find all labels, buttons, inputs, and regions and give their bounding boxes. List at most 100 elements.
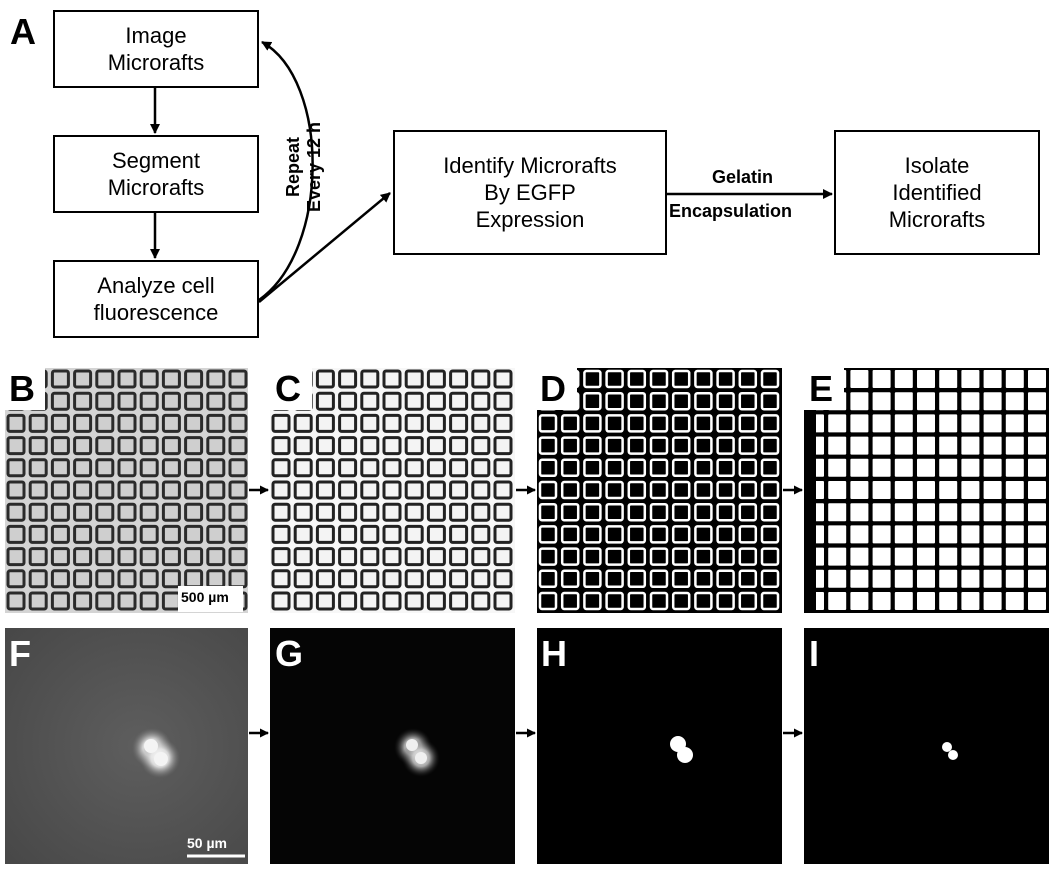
panel-f-fluorescence: 50 µm xyxy=(5,628,248,864)
microraft-cell xyxy=(1028,370,1046,388)
microraft-cell xyxy=(583,391,602,411)
microraft-cell xyxy=(73,591,93,611)
microraft-cell xyxy=(872,370,891,388)
microraft-cell xyxy=(95,369,115,389)
microraft-cell xyxy=(184,502,204,522)
microraft-cell xyxy=(206,413,226,433)
microraft-cell xyxy=(315,524,335,544)
microraft-cell xyxy=(1005,569,1024,588)
microraft-cell xyxy=(1005,392,1024,411)
microraft-cell xyxy=(627,569,647,589)
encapsulation-label: Encapsulation xyxy=(669,201,793,221)
microraft-cell xyxy=(716,547,735,566)
microraft-cell xyxy=(760,436,780,455)
panel-label-e: E xyxy=(809,368,834,409)
microraft-cell xyxy=(939,481,958,499)
microraft-cell xyxy=(161,502,181,522)
microraft-cell xyxy=(95,502,115,522)
microraft-cell xyxy=(117,591,137,611)
microraft-cell xyxy=(449,502,469,522)
panel-i-eroded xyxy=(804,628,1049,864)
microraft-cell xyxy=(315,480,335,500)
microraft-cell xyxy=(360,369,380,389)
microraft-cell xyxy=(471,391,491,411)
segment-microrafts-box: Segment Microrafts xyxy=(53,135,259,213)
identify-box-line1: Identify Microrafts xyxy=(443,153,617,178)
isolate-box-line3: Microrafts xyxy=(888,207,986,232)
microraft-cell xyxy=(627,502,647,522)
microraft-cell xyxy=(471,524,491,544)
microraft-cell xyxy=(671,502,691,522)
microraft-cell xyxy=(228,369,248,389)
microraft-cell xyxy=(28,591,48,611)
analyze-box-line1: Analyze cell xyxy=(97,273,215,298)
microraft-cell xyxy=(471,502,491,522)
microraft-cell xyxy=(293,436,313,456)
microraft-cell xyxy=(872,503,891,522)
microraft-cell xyxy=(449,413,469,433)
microraft-cell xyxy=(117,547,137,567)
microraft-cell xyxy=(716,436,735,455)
microraft-cell xyxy=(760,369,780,389)
microraft-cell xyxy=(671,591,691,611)
microraft-cell xyxy=(73,391,93,411)
microraft-cell xyxy=(95,458,115,478)
microraft-cell xyxy=(139,502,159,522)
microraft-cell xyxy=(983,592,1002,610)
isolate-microrafts-box: Isolate Identified Microrafts xyxy=(834,130,1040,255)
microraft-cell xyxy=(939,392,958,411)
microraft-cell xyxy=(50,524,70,544)
microraft-cell xyxy=(1028,458,1046,477)
microraft-cell xyxy=(738,391,758,411)
microraft-cell xyxy=(538,414,558,433)
microraft-cell xyxy=(404,458,424,478)
microraft-cell xyxy=(73,436,93,456)
microraft-cell xyxy=(360,524,380,544)
microraft-cell xyxy=(493,502,513,522)
microraft-cell xyxy=(649,480,669,500)
label-backing-d xyxy=(537,368,577,410)
panel-b-brightfield xyxy=(5,368,248,613)
microraft-cell xyxy=(404,436,424,456)
microraft-cell xyxy=(1005,503,1024,522)
microraft-cell xyxy=(649,414,669,433)
microraft-cell xyxy=(738,480,758,500)
microraft-cell xyxy=(627,591,647,611)
microraft-cell xyxy=(560,480,580,500)
microraft-cell xyxy=(694,502,713,522)
microraft-cell xyxy=(206,369,226,389)
microraft-cell xyxy=(894,547,913,566)
microraft-cell xyxy=(293,569,313,589)
microraft-cell xyxy=(50,436,70,456)
microraft-cell xyxy=(917,414,935,433)
microraft-cell xyxy=(161,391,181,411)
microraft-cell xyxy=(671,569,691,589)
microraft-cell xyxy=(338,369,358,389)
microraft-cell xyxy=(649,458,669,478)
microraft-cell xyxy=(671,369,691,389)
microraft-cell xyxy=(894,414,913,433)
segment-box-line2: Microrafts xyxy=(107,175,205,200)
microraft-cell xyxy=(983,503,1002,522)
microraft-cell xyxy=(228,547,248,567)
cell-nucleus xyxy=(415,752,427,764)
microraft-cell xyxy=(471,369,491,389)
microraft-cell xyxy=(493,369,513,389)
microraft-cell xyxy=(1005,481,1024,499)
microraft-cell xyxy=(583,525,602,544)
microraft-cell xyxy=(50,458,70,478)
microraft-cell xyxy=(382,436,402,456)
microraft-cell xyxy=(716,369,735,389)
microraft-cell xyxy=(828,458,847,477)
microraft-cell xyxy=(560,414,580,433)
microraft-cell xyxy=(961,481,980,499)
microraft-cell xyxy=(694,436,713,455)
microraft-cell xyxy=(271,413,291,433)
microraft-cell xyxy=(917,436,935,455)
microraft-cell xyxy=(139,569,159,589)
microraft-cell xyxy=(382,547,402,567)
microraft-cell xyxy=(161,369,181,389)
label-backing-c xyxy=(270,368,312,410)
microraft-cell xyxy=(28,547,48,567)
microraft-cell xyxy=(360,547,380,567)
